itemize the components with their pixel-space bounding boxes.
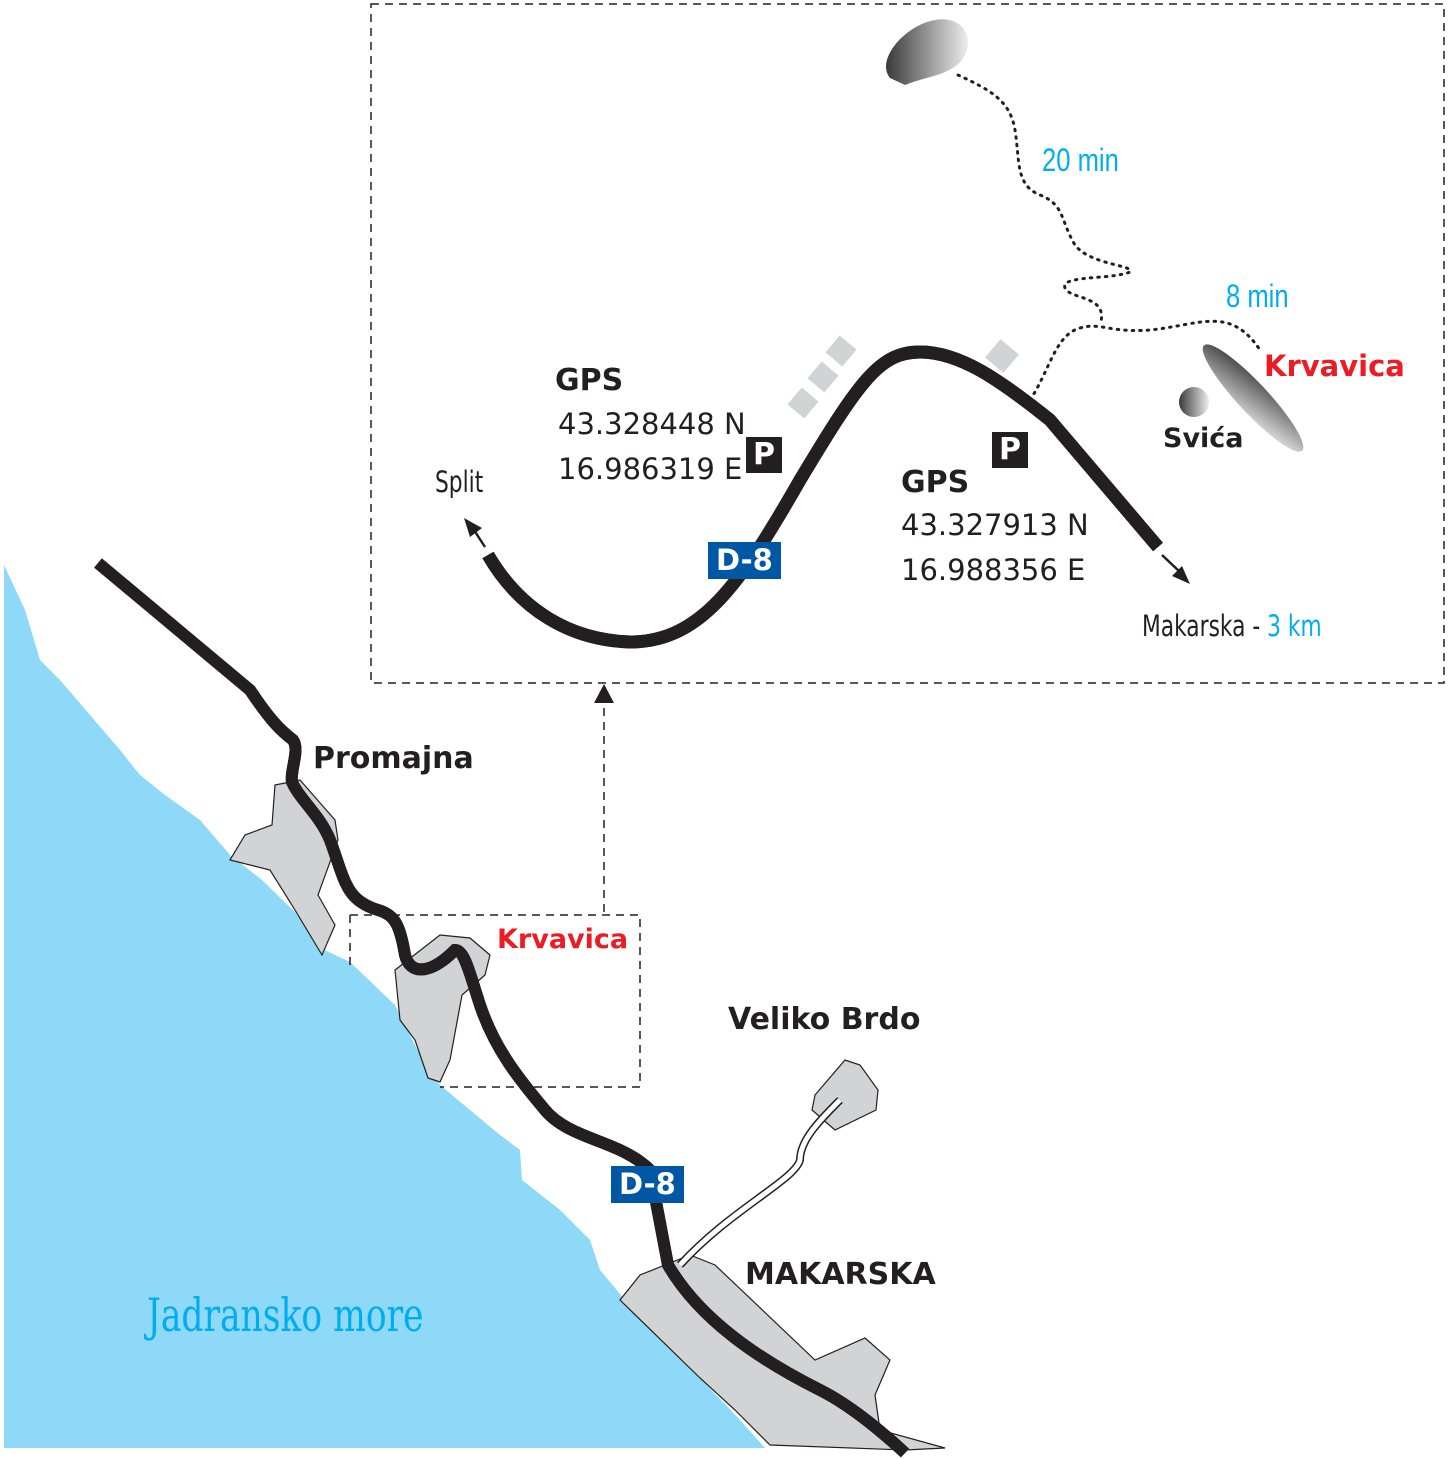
arrow-makarska-icon [1172,566,1190,584]
gps-left-lon: 16.986319 E [558,452,743,486]
road-d8-overview [98,563,905,1453]
inset-frame [370,3,1445,684]
road-badge-d8-inset: D-8 [708,542,781,579]
trail-20-min [956,73,1132,327]
town-promajna [229,779,339,957]
svica-lake-icon [1179,387,1209,417]
road-d8-inset [464,345,1190,649]
parking-icon-left: P [746,437,782,473]
place-krvavica-overview: Krvavica [497,924,629,955]
gps-right-lat: 43.327913 N [901,508,1089,542]
parking-icon-right: P [992,432,1028,468]
gps-left-lat: 43.328448 N [558,407,746,441]
gps-right-lon: 16.988356 E [901,553,1086,587]
place-krvavica-inset: Krvavica [1264,349,1405,383]
buildings [787,335,1019,419]
cave-shape-icon [886,19,969,85]
road-badge-d8-overview: D-8 [611,1166,684,1203]
place-svica: Svića [1163,423,1244,454]
arrow-split-icon [464,518,482,537]
direction-makarska-town: Makarska - [1142,609,1268,643]
sea [4,565,765,1448]
place-veliko-brdo: Veliko Brdo [728,1002,921,1037]
walk-time-20: 20 min [1042,142,1119,178]
walk-time-8: 8 min [1226,278,1289,314]
inset-locator-box [349,914,641,1088]
place-promajna: Promajna [313,741,474,776]
place-makarska: MAKARSKA [745,1257,936,1292]
krvavica-ridge-icon [1202,344,1304,452]
direction-makarska: Makarska - 3 km [1142,612,1322,641]
direction-split: Split [435,465,484,499]
gps-right-title: GPS [901,465,970,500]
trail-8-min [1028,319,1262,402]
gps-left-title: GPS [555,363,624,398]
sea-label: Jadransko more [147,1288,424,1342]
direction-makarska-distance: 3 km [1267,609,1322,643]
